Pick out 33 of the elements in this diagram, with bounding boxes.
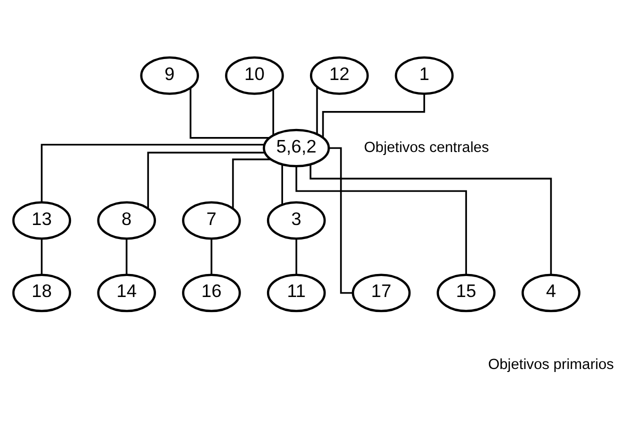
connector — [40, 238, 43, 274]
label: Objetivos centrales — [364, 139, 490, 156]
node-ellipse: 9 — [140, 56, 200, 94]
node-ellipse: 1 — [394, 56, 454, 94]
node-ellipse: 17 — [352, 273, 411, 312]
node-ellipse: 3 — [266, 200, 326, 240]
connector — [316, 86, 318, 134]
node-ellipse: 10 — [225, 56, 284, 94]
connector — [190, 87, 270, 138]
connector — [210, 238, 212, 274]
node-ellipse: 16 — [182, 273, 241, 312]
node-ellipse: 15 — [436, 273, 496, 312]
node-ellipse: 11 — [266, 273, 326, 312]
label: Objetivos primarios — [488, 356, 614, 373]
connector — [329, 146, 353, 294]
node-ellipse: 12 — [310, 56, 369, 94]
node-ellipse: 5,6,2 — [262, 128, 330, 167]
connector — [281, 164, 284, 204]
node-ellipse: 8 — [97, 200, 156, 240]
connector — [272, 88, 274, 134]
connector — [232, 158, 271, 208]
connector — [296, 238, 298, 274]
connector — [40, 143, 264, 202]
node-ellipse: 18 — [12, 273, 72, 312]
connector — [147, 151, 265, 208]
node-ellipse: 7 — [182, 200, 241, 240]
connector — [296, 166, 467, 274]
node-ellipse: 4 — [522, 273, 580, 312]
connector — [310, 164, 552, 274]
connector — [126, 238, 128, 274]
node-ellipse: 14 — [97, 273, 156, 312]
node-ellipse: 13 — [12, 200, 72, 240]
connector — [322, 93, 426, 137]
